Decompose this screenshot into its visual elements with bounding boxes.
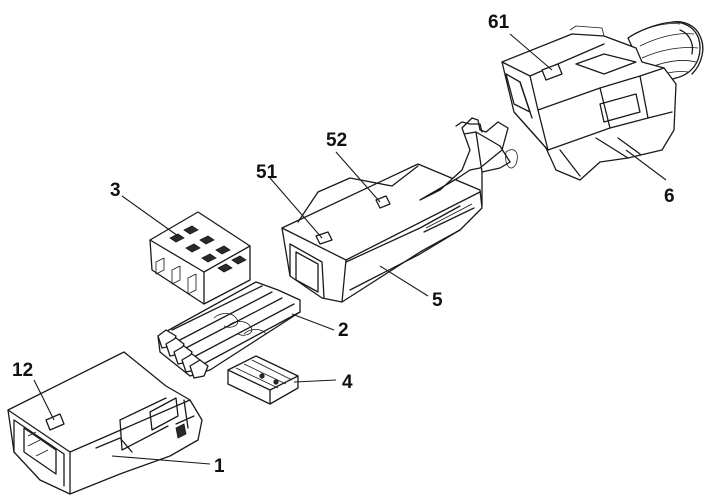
label-6: 6 [664,186,675,207]
window-12 [45,413,65,431]
label-4: 4 [342,372,353,393]
label-3: 3 [110,180,121,201]
label-2: 2 [338,320,349,341]
label-61: 61 [488,12,510,33]
callout-labels: 61 6 52 51 5 3 2 4 12 1 [12,12,675,477]
part-6-rear-housing [501,20,704,181]
label-5: 5 [432,290,443,311]
label-52: 52 [326,130,347,151]
part-3-carrier-block [121,195,251,305]
part-4-latch-plate [227,355,337,405]
part-2-contacts [157,281,335,379]
part-5-metal-shell [269,117,518,303]
part-1-front-housing [7,351,211,495]
window-61 [541,63,563,81]
label-1: 1 [214,456,225,477]
label-12: 12 [12,360,33,381]
window-52 [375,195,391,209]
label-51: 51 [256,162,278,183]
